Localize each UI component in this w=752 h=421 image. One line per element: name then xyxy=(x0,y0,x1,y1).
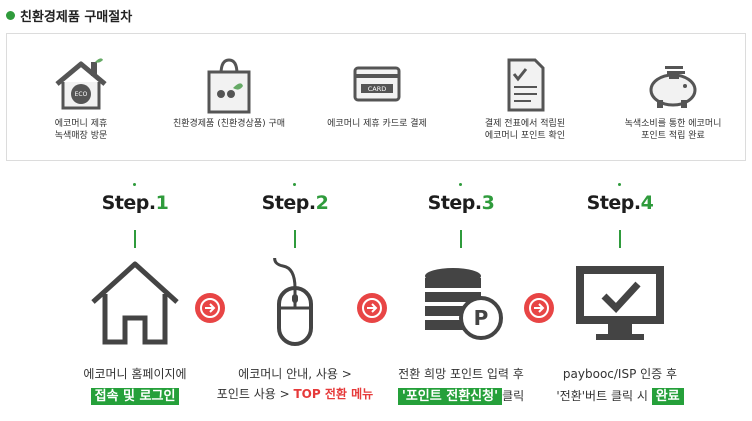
piggy-bank-icon xyxy=(649,66,697,108)
receipt-check-icon xyxy=(507,58,545,112)
step-line xyxy=(460,230,462,248)
step-4-highlight: 완료 xyxy=(651,388,684,405)
step-4: Step.4 paybooc/ISP 인증 후 '전환'버트 클릭 시 완료 xyxy=(540,170,700,420)
step-1: Step.1 에코머니 홈페이지에 접속 및 로그인 xyxy=(55,170,215,420)
step-line xyxy=(134,230,136,248)
step-line xyxy=(294,230,296,248)
caption-line2: 녹색매장 방문 xyxy=(54,131,108,141)
purchase-step-visit-store: ECO 에코머니 제휴 녹색매장 방문 xyxy=(7,34,155,162)
purchase-step-check-points: 결제 전표에서 적립된 에코머니 포인트 확인 xyxy=(451,34,599,162)
step-dot xyxy=(618,183,621,186)
eco-house-icon: ECO xyxy=(55,58,107,110)
step-dot xyxy=(133,183,136,186)
caption-line1: 녹색소비를 통한 에코머니 xyxy=(624,119,722,129)
step-label: Step.2 xyxy=(261,192,329,214)
step-1-line2: 접속 및 로그인 xyxy=(45,385,225,405)
step-dot xyxy=(293,183,296,186)
caption-line1: 에코머니 제휴 카드로 결제 xyxy=(327,119,427,129)
step-3-line2: '포인트 전환신청'클릭 xyxy=(371,385,551,405)
step-3-highlight: '포인트 전환신청' xyxy=(397,388,503,405)
step-2-line1: 에코머니 안내, 사용 > xyxy=(238,367,352,381)
arrow-icon xyxy=(195,293,225,323)
step-line xyxy=(619,230,621,248)
step-2: Step.2 에코머니 안내, 사용 > 포인트 사용 > TOP 전환 메뉴 xyxy=(215,170,375,420)
card-label: CARD xyxy=(368,85,387,93)
purchase-step-points-complete: 녹색소비를 통한 에코머니 포인트 적립 완료 xyxy=(599,34,747,162)
purchase-step-pay-card: CARD 에코머니 제휴 카드로 결제 xyxy=(303,34,451,162)
bullet-dot xyxy=(6,10,15,20)
step-2-red: TOP 전환 메뉴 xyxy=(293,387,374,401)
caption-line2: 포인트 적립 완료 xyxy=(641,131,705,141)
mouse-icon xyxy=(273,258,313,346)
shopping-bag-icon xyxy=(207,58,251,114)
monitor-check-icon xyxy=(576,266,664,340)
section-title: 친환경제품 구매절차 xyxy=(6,6,133,25)
step-label: Step.1 xyxy=(101,192,169,214)
step-1-line1: 에코머니 홈페이지에 xyxy=(83,367,187,381)
step-3-line1: 전환 희망 포인트 입력 후 xyxy=(398,367,524,381)
caption-line1: 에코머니 제휴 xyxy=(54,119,108,129)
coin-letter: P xyxy=(474,306,489,330)
step-3-suffix: 클릭 xyxy=(502,389,525,403)
purchase-process-panel: ECO 에코머니 제휴 녹색매장 방문 친환경제품 (친환경상품) 구매 CAR… xyxy=(6,33,746,161)
step-2-line2: 포인트 사용 > TOP 전환 메뉴 xyxy=(205,385,385,402)
credit-card-icon: CARD xyxy=(353,66,401,102)
svg-text:ECO: ECO xyxy=(75,91,88,98)
step-4-line2: '전환'버트 클릭 시 완료 xyxy=(530,385,710,405)
caption-line1: 결제 전표에서 적립된 xyxy=(484,119,566,129)
caption-line1: 친환경제품 (친환경상품) 구매 xyxy=(172,119,286,129)
arrow-icon xyxy=(357,293,387,323)
step-label: Step.3 xyxy=(427,192,495,214)
coins-p-icon: P xyxy=(425,268,503,340)
purchase-step-buy-product: 친환경제품 (친환경상품) 구매 xyxy=(155,34,303,162)
step-3: Step.3 P 전환 희망 포인트 입력 후 '포인트 전환신청'클릭 xyxy=(381,170,541,420)
step-1-highlight: 접속 및 로그인 xyxy=(90,388,180,405)
step-4-line1: paybooc/ISP 인증 후 xyxy=(562,367,678,381)
step-label: Step.4 xyxy=(586,192,654,214)
step-4-prefix: '전환'버트 클릭 시 xyxy=(556,389,652,403)
caption-line2: 에코머니 포인트 확인 xyxy=(484,131,566,141)
home-icon xyxy=(91,261,179,345)
title-text: 친환경제품 구매절차 xyxy=(20,9,133,25)
arrow-icon xyxy=(524,293,554,323)
step-dot xyxy=(459,183,462,186)
step-2-prefix: 포인트 사용 > xyxy=(216,387,294,401)
